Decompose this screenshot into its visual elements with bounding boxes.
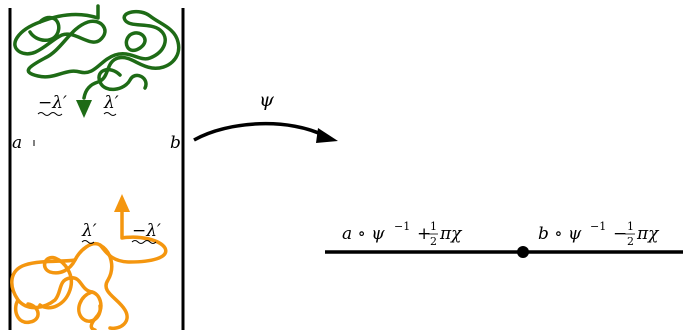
map-arrow xyxy=(194,124,325,140)
target-point xyxy=(517,246,529,258)
label-b: b xyxy=(170,133,181,153)
line-label-right: b ∘ ψ −1 − 1 2 πχ xyxy=(538,220,660,248)
line-label-right-main: b ∘ ψ xyxy=(538,224,582,244)
orange-label-minus-lambda: −λ′ xyxy=(132,221,161,241)
green-arrowhead xyxy=(76,100,92,118)
line-label-left-frac-num: 1 xyxy=(430,220,437,233)
line-label-right-sup: −1 xyxy=(590,220,606,233)
label-a: a xyxy=(12,133,22,153)
line-label-right-frac-num: 1 xyxy=(627,220,634,233)
green-label-lambda: λ′ xyxy=(103,93,119,113)
line-label-right-tail: πχ xyxy=(636,224,660,244)
line-label-right-frac-den: 2 xyxy=(627,235,634,248)
green-flow-line xyxy=(15,6,179,98)
line-label-left: a ∘ ψ −1 + 1 2 πχ xyxy=(342,220,463,248)
map-arrowhead xyxy=(316,128,338,143)
map-label-psi: ψ xyxy=(259,89,275,111)
orange-arrowhead xyxy=(114,194,130,212)
line-label-left-sup: −1 xyxy=(394,220,410,233)
orange-label-lambda: λ′ xyxy=(81,221,97,241)
line-label-left-main: a ∘ ψ xyxy=(342,224,385,244)
green-label-minus-lambda: −λ′ xyxy=(38,93,67,113)
line-label-left-tail: πχ xyxy=(439,224,463,244)
line-label-left-frac-den: 2 xyxy=(430,235,437,248)
